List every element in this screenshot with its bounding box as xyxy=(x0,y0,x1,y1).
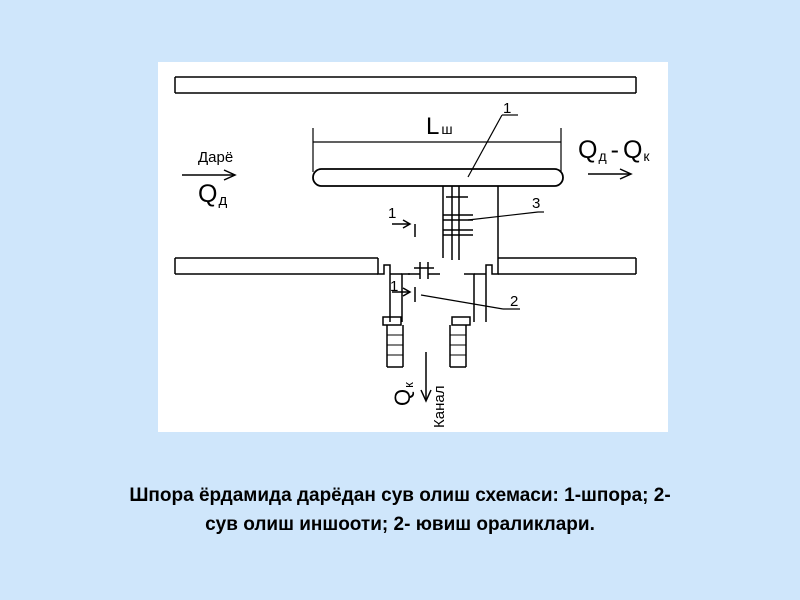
label-num-3: 3 xyxy=(532,195,540,212)
river-top-bank xyxy=(174,76,637,94)
spur-length-dimension xyxy=(312,128,562,172)
outflow-arrow xyxy=(588,168,633,180)
label-num-1: 1 xyxy=(503,100,511,117)
outflow-label: Qд-Qк xyxy=(578,136,650,164)
label-num-2: 2 xyxy=(510,293,518,310)
canal-flow-label: Qк xyxy=(390,382,416,406)
river-label: Дарё xyxy=(198,149,233,166)
river-flow-label: Qд xyxy=(198,180,227,209)
caption-line-1: Шпора ёрдамида дарёдан сув олиш схемаси:… xyxy=(129,485,671,506)
section-label-bottom: 1 xyxy=(390,278,398,295)
section-label-top: 1 xyxy=(388,205,396,222)
river-inflow-arrow xyxy=(182,169,237,181)
intake-structure xyxy=(377,258,499,322)
section-mark-top xyxy=(392,219,416,237)
canal-label: Канал xyxy=(431,386,448,428)
river-bottom-bank xyxy=(174,257,637,275)
sluice-structure xyxy=(442,186,499,260)
leader-lines xyxy=(420,114,544,310)
spur xyxy=(312,168,564,187)
section-mark-bottom xyxy=(392,287,416,302)
canal xyxy=(382,316,471,368)
canal-flow-arrow xyxy=(420,352,432,403)
figure-caption: Шпора ёрдамида дарёдан сув олиш схемаси:… xyxy=(60,481,740,539)
caption-line-2: сув олиш иншооти; 2- ювиш ораликлари. xyxy=(205,514,595,535)
